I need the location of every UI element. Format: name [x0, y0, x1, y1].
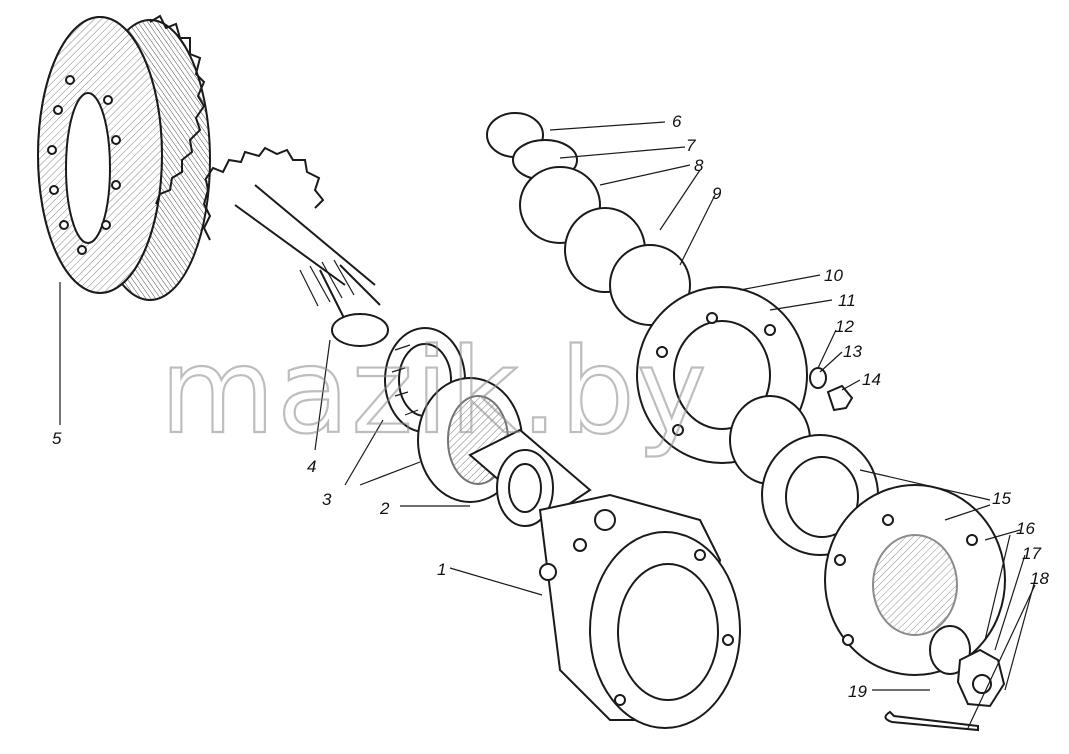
callout-8: 8 [694, 156, 704, 175]
callout-5: 5 [52, 429, 62, 448]
callout-17: 17 [1022, 544, 1041, 563]
bearing-housing-part [538, 493, 741, 729]
callout-2: 2 [379, 499, 390, 518]
pinion-shaft-part [202, 146, 389, 347]
leader-lines [59, 121, 1036, 729]
callout-3: 3 [322, 490, 332, 509]
callout-9: 9 [712, 184, 722, 203]
callout-6: 6 [672, 112, 682, 131]
output-flange-part [729, 395, 1006, 676]
callout-10: 10 [824, 266, 843, 285]
ring-gear-part [37, 14, 211, 301]
callout-11: 11 [838, 291, 856, 310]
callout-18: 18 [1030, 569, 1049, 588]
callout-12: 12 [835, 317, 854, 336]
callout-7: 7 [686, 136, 696, 155]
callout-labels: 1 2 3 4 5 6 7 8 9 10 11 12 13 14 15 16 1… [52, 112, 1049, 701]
callout-13: 13 [843, 342, 862, 361]
upper-races-part [486, 112, 691, 326]
callout-16: 16 [1016, 519, 1035, 538]
callout-15: 15 [992, 489, 1011, 508]
nut-washer-pin-parts [884, 625, 1006, 732]
watermark-text: mazik.by [160, 322, 709, 460]
callout-4: 4 [307, 457, 316, 476]
callout-14: 14 [862, 370, 881, 389]
fastener-parts [809, 367, 854, 412]
callout-1: 1 [437, 560, 446, 579]
spacer-bushing-part [468, 428, 592, 527]
callout-19: 19 [848, 682, 867, 701]
